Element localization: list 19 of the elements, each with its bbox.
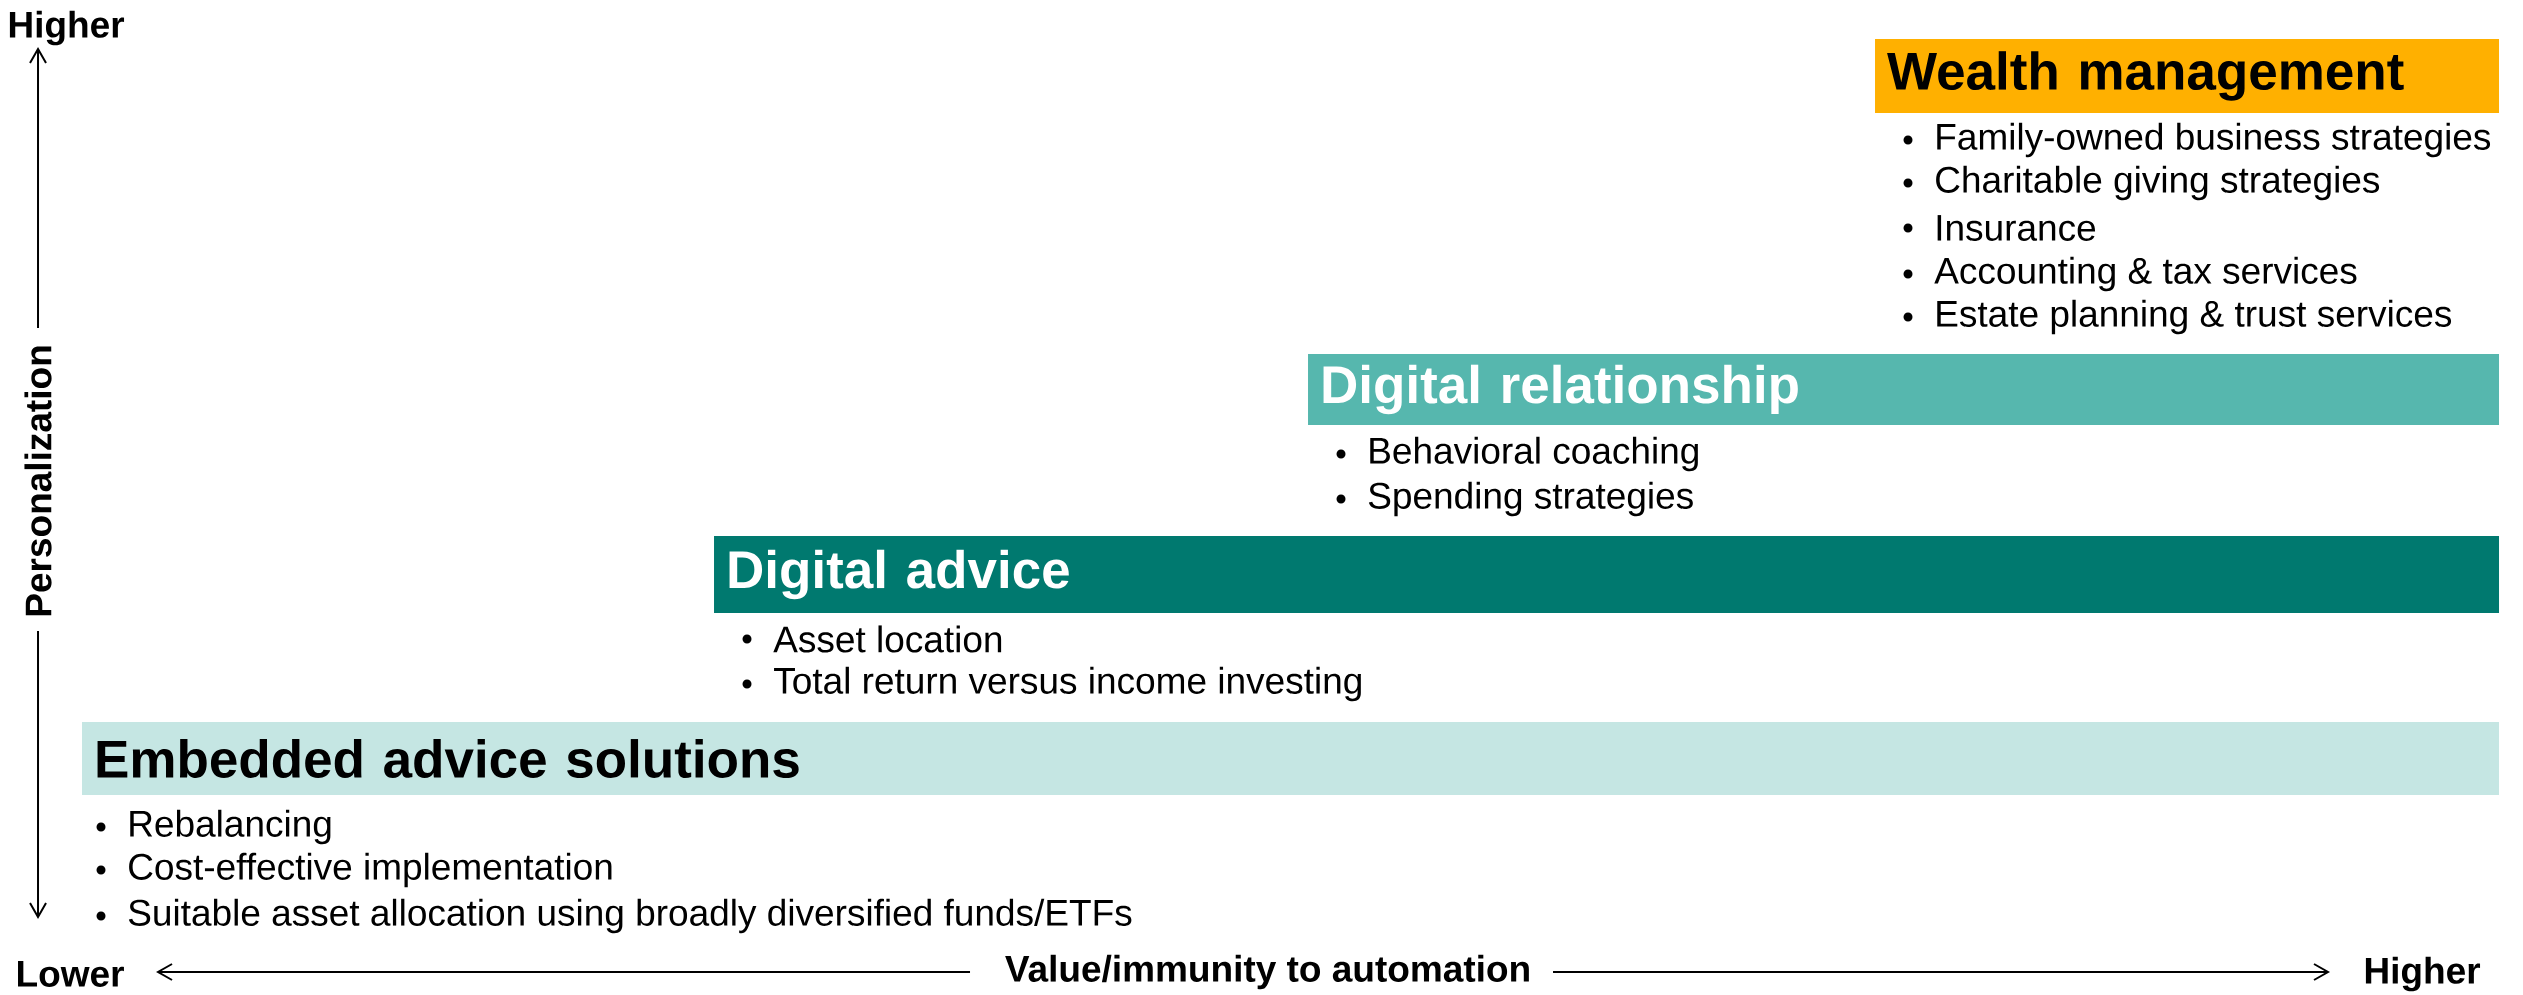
bullet-item: Spending strategies <box>1336 481 1693 517</box>
bullet-item: Estate planning & trust services <box>1903 299 2452 335</box>
axis-label: Lower <box>18 961 124 987</box>
band-header: Digital advice <box>714 536 2499 613</box>
bullet-item: Rebalancing <box>96 809 331 845</box>
band-header: Wealth management <box>1875 39 2499 113</box>
bullet-item: Insurance <box>1903 215 2096 241</box>
bullet-item: Behavioral coaching <box>1336 436 1698 472</box>
bullet-item: Total return versus income investing <box>742 666 1361 702</box>
bullet-item: Cost-effective implementation <box>96 852 612 888</box>
bullet-item: Accounting & tax services <box>1903 256 2357 292</box>
band-header: Embedded advice solutions <box>82 722 2499 795</box>
bullet-item: Family-owned business strategies <box>1903 122 2491 158</box>
band-header: Digital relationship <box>1308 354 2499 425</box>
bullet-item: Asset location <box>742 625 1002 653</box>
axis-label: Personalization <box>24 346 52 616</box>
bullet-item: Charitable giving strategies <box>1903 165 2380 201</box>
axis-label: Higher <box>9 10 125 46</box>
bullet-item: Suitable asset allocation using broadly diversified funds/ETFs <box>96 898 1132 934</box>
